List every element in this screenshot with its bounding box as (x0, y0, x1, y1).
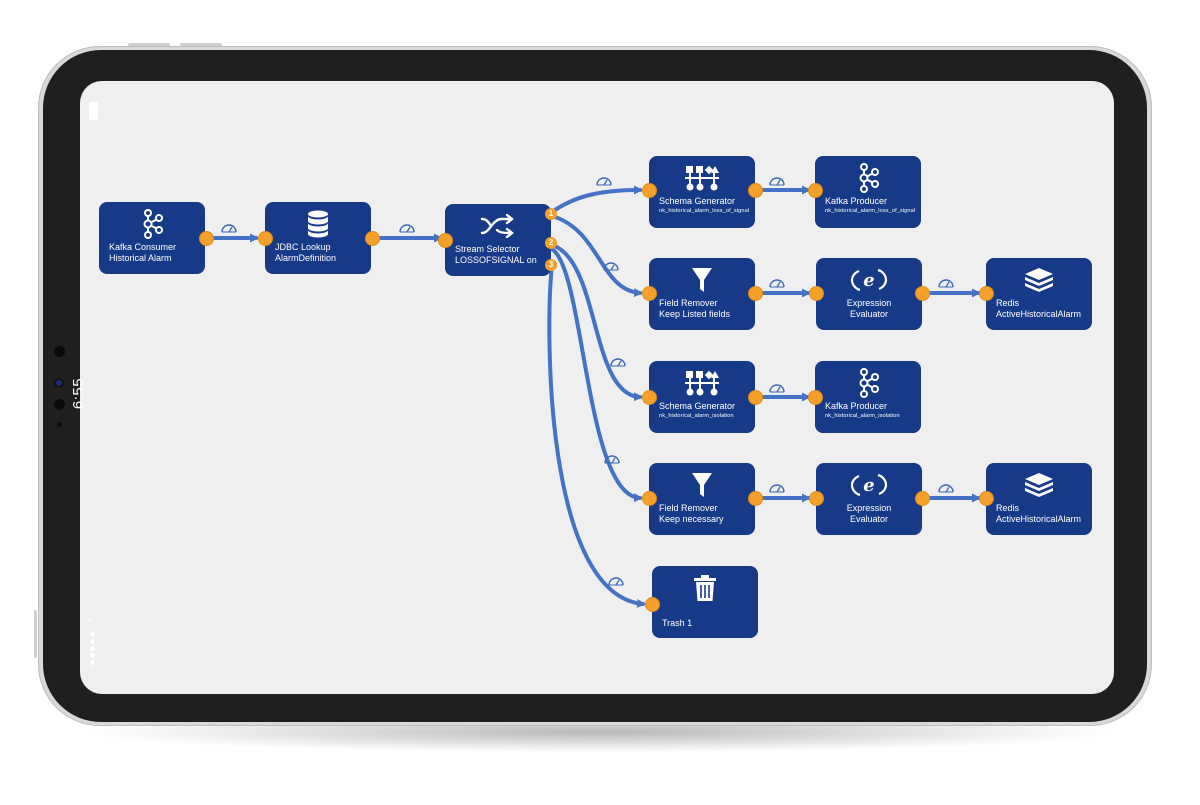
node-subtitle: nk_historical_alarm_loss_of_signal (659, 208, 750, 214)
link-out2-schema2 (550, 243, 643, 402)
schema-icon (649, 164, 755, 192)
redis-icon (986, 266, 1092, 294)
trash-icon (652, 574, 758, 602)
node-subtitle: AlarmDefinition (275, 253, 337, 263)
output-port[interactable] (365, 231, 380, 246)
input-port[interactable] (809, 491, 824, 506)
node-subtitle: ActiveHistoricalAlarm (996, 309, 1082, 319)
node-title: Trash 1 (662, 618, 693, 628)
node-subtitle: nk_historical_alarm_isolation (659, 413, 734, 419)
node-title: Kafka Consumer (109, 242, 177, 252)
node-subtitle: nk_historical_alarm_loss_of_signal (825, 208, 916, 214)
node-title: Expression (846, 503, 892, 513)
redis-icon (986, 471, 1092, 499)
output-port[interactable] (748, 491, 763, 506)
link-out1-schema1 (550, 185, 643, 214)
node-schema-generator-1[interactable]: Schema Generator nk_historical_alarm_los… (649, 156, 755, 228)
node-title: Kafka Producer (825, 401, 888, 411)
input-port[interactable] (642, 390, 657, 405)
node-subtitle: ActiveHistoricalAlarm (996, 514, 1082, 524)
front-camera (56, 380, 62, 386)
output-port[interactable] (915, 286, 930, 301)
funnel-icon (649, 266, 755, 294)
output-port[interactable] (915, 491, 930, 506)
node-field-remover-2[interactable]: Field Remover Keep necessary (649, 463, 755, 535)
sensor-dot (54, 346, 65, 357)
output-port[interactable] (748, 286, 763, 301)
node-title: Field Remover (659, 298, 718, 308)
node-expression-evaluator-1[interactable]: e Expression Evaluator (816, 258, 922, 330)
input-port[interactable] (645, 597, 660, 612)
node-redis-1[interactable]: Redis ActiveHistoricalAlarm (986, 258, 1092, 330)
node-trash-1[interactable]: Trash 1 (652, 566, 758, 638)
node-title: Schema Generator (659, 196, 736, 206)
node-subtitle: Keep Listed fields (659, 309, 731, 319)
input-port[interactable] (642, 491, 657, 506)
node-subtitle: Historical Alarm (109, 253, 172, 263)
svg-text:e: e (863, 475, 874, 496)
output-badge-2[interactable]: 2 (545, 237, 557, 249)
volume-up-button (128, 43, 170, 46)
schema-icon (649, 369, 755, 397)
input-port[interactable] (438, 233, 453, 248)
node-schema-generator-2[interactable]: Schema Generator nk_historical_alarm_iso… (649, 361, 755, 433)
shuffle-icon (445, 212, 551, 240)
node-redis-2[interactable]: Redis ActiveHistoricalAlarm (986, 463, 1092, 535)
node-title: Redis (996, 503, 1020, 513)
kafka-icon (815, 163, 921, 193)
link-out3-trash (547, 263, 646, 608)
database-icon (265, 210, 371, 238)
node-title: Field Remover (659, 503, 718, 513)
svg-text:e: e (863, 270, 874, 291)
node-title: Expression (846, 298, 892, 308)
node-title: Kafka Producer (825, 196, 888, 206)
node-title: Redis (996, 298, 1020, 308)
node-field-remover-1[interactable]: Field Remover Keep Listed fields (649, 258, 755, 330)
node-subtitle: Keep necessary (659, 514, 724, 524)
power-button (34, 610, 37, 658)
link-out1-fieldremover1 (550, 214, 643, 298)
node-title: Schema Generator (659, 401, 736, 411)
node-kafka-consumer[interactable]: Kafka Consumer Historical Alarm (99, 202, 205, 274)
kafka-icon (815, 368, 921, 398)
node-kafka-producer-1[interactable]: Kafka Producer nk_historical_alarm_loss_… (815, 156, 921, 228)
sensor-dot (54, 399, 65, 410)
input-port[interactable] (809, 286, 824, 301)
node-expression-evaluator-2[interactable]: e Expression Evaluator (816, 463, 922, 535)
link-out2-fieldremover2 (550, 247, 643, 503)
kafka-icon (99, 209, 205, 239)
node-kafka-producer-2[interactable]: Kafka Producer nk_historical_alarm_isola… (815, 361, 921, 433)
output-badge-1[interactable]: 1 (545, 208, 557, 220)
expression-icon: e (816, 471, 922, 499)
input-port[interactable] (979, 286, 994, 301)
input-port[interactable] (258, 231, 273, 246)
output-port[interactable] (748, 390, 763, 405)
output-badge-3[interactable]: 3 (545, 259, 557, 271)
battery-icon (89, 102, 98, 120)
node-subtitle: LOSSOFSIGNAL on (455, 255, 537, 265)
node-stream-selector[interactable]: Stream Selector LOSSOFSIGNAL on (445, 204, 551, 276)
microphone-dot (57, 422, 62, 427)
volume-down-button (180, 43, 222, 46)
funnel-icon (649, 471, 755, 499)
output-port[interactable] (199, 231, 214, 246)
input-port[interactable] (808, 390, 823, 405)
input-port[interactable] (979, 491, 994, 506)
node-title: Stream Selector (455, 244, 520, 254)
node-subtitle: Evaluator (849, 514, 889, 524)
node-subtitle: Evaluator (849, 309, 889, 319)
input-port[interactable] (808, 183, 823, 198)
input-port[interactable] (642, 286, 657, 301)
signal-icon (90, 632, 98, 667)
node-jdbc-lookup[interactable]: JDBC Lookup AlarmDefinition (265, 202, 371, 274)
input-port[interactable] (642, 183, 657, 198)
output-port[interactable] (748, 183, 763, 198)
node-title: JDBC Lookup (275, 242, 331, 252)
node-subtitle: nk_historical_alarm_isolation (825, 413, 900, 419)
expression-icon: e (816, 266, 922, 294)
